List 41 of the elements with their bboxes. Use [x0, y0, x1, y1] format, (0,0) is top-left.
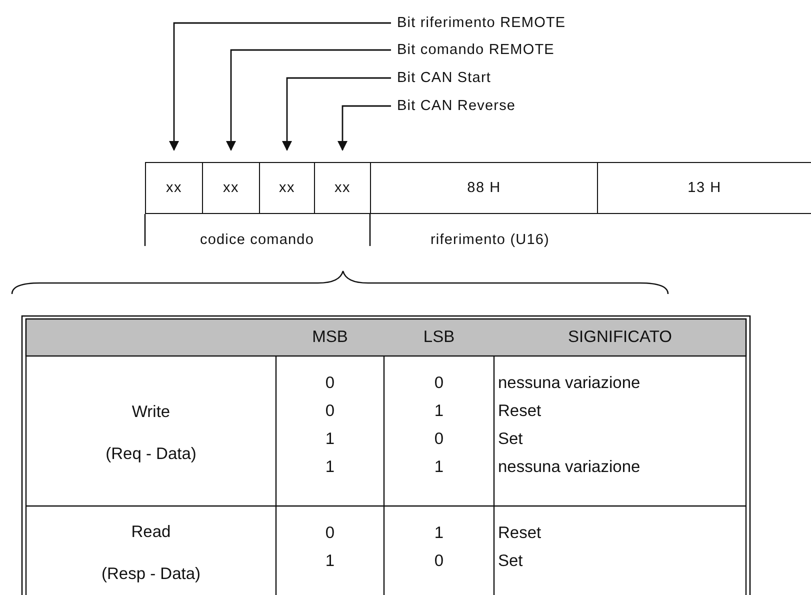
register-cell: 13 H	[597, 162, 811, 214]
table-cell: 0	[325, 401, 335, 421]
table-cell: Reset	[498, 401, 542, 421]
table-cell: nessuna variazione	[498, 457, 640, 477]
table-cell: 1	[325, 429, 335, 449]
table-cell: nessuna variazione	[498, 373, 640, 393]
leader-arrow	[338, 105, 391, 151]
part-label: riferimento (U16)	[430, 231, 550, 249]
part-label: codice comando	[200, 231, 314, 249]
bit-label: Bit CAN Start	[397, 69, 492, 87]
bit-label: Bit riferimento REMOTE	[397, 14, 566, 32]
table-cell: 0	[325, 523, 335, 543]
table-cell: 1	[325, 551, 335, 571]
bit-label: Bit comando REMOTE	[397, 41, 554, 59]
leader-arrow	[226, 49, 391, 151]
row-label: (Resp - Data)	[101, 564, 201, 584]
column-header: SIGNIFICATO	[568, 327, 672, 347]
table-cell: Set	[498, 429, 523, 449]
leader-arrow	[282, 77, 391, 151]
table-cell: 1	[325, 457, 335, 477]
column-header: MSB	[312, 327, 348, 347]
row-label: Read	[131, 522, 171, 542]
table-cell: 0	[434, 373, 444, 393]
bit-label: Bit CAN Reverse	[397, 97, 516, 115]
table-cell: 1	[434, 523, 444, 543]
table-cell: 0	[325, 373, 335, 393]
table-cell: Reset	[498, 523, 542, 543]
register-cell: xx	[145, 162, 203, 214]
table-cell: 1	[434, 457, 444, 477]
register-cell: xx	[202, 162, 260, 214]
register-cell: xx	[259, 162, 315, 214]
row-label: (Req - Data)	[106, 444, 196, 464]
table-cell: Set	[498, 551, 523, 571]
column-header: LSB	[423, 327, 455, 347]
register-cell: 88 H	[370, 162, 598, 214]
table-cell: 1	[434, 401, 444, 421]
leader-arrow	[169, 22, 391, 151]
table-cell: 0	[434, 551, 444, 571]
row-label: Write	[132, 402, 170, 422]
register-cell: xx	[314, 162, 371, 214]
table-cell: 0	[434, 429, 444, 449]
